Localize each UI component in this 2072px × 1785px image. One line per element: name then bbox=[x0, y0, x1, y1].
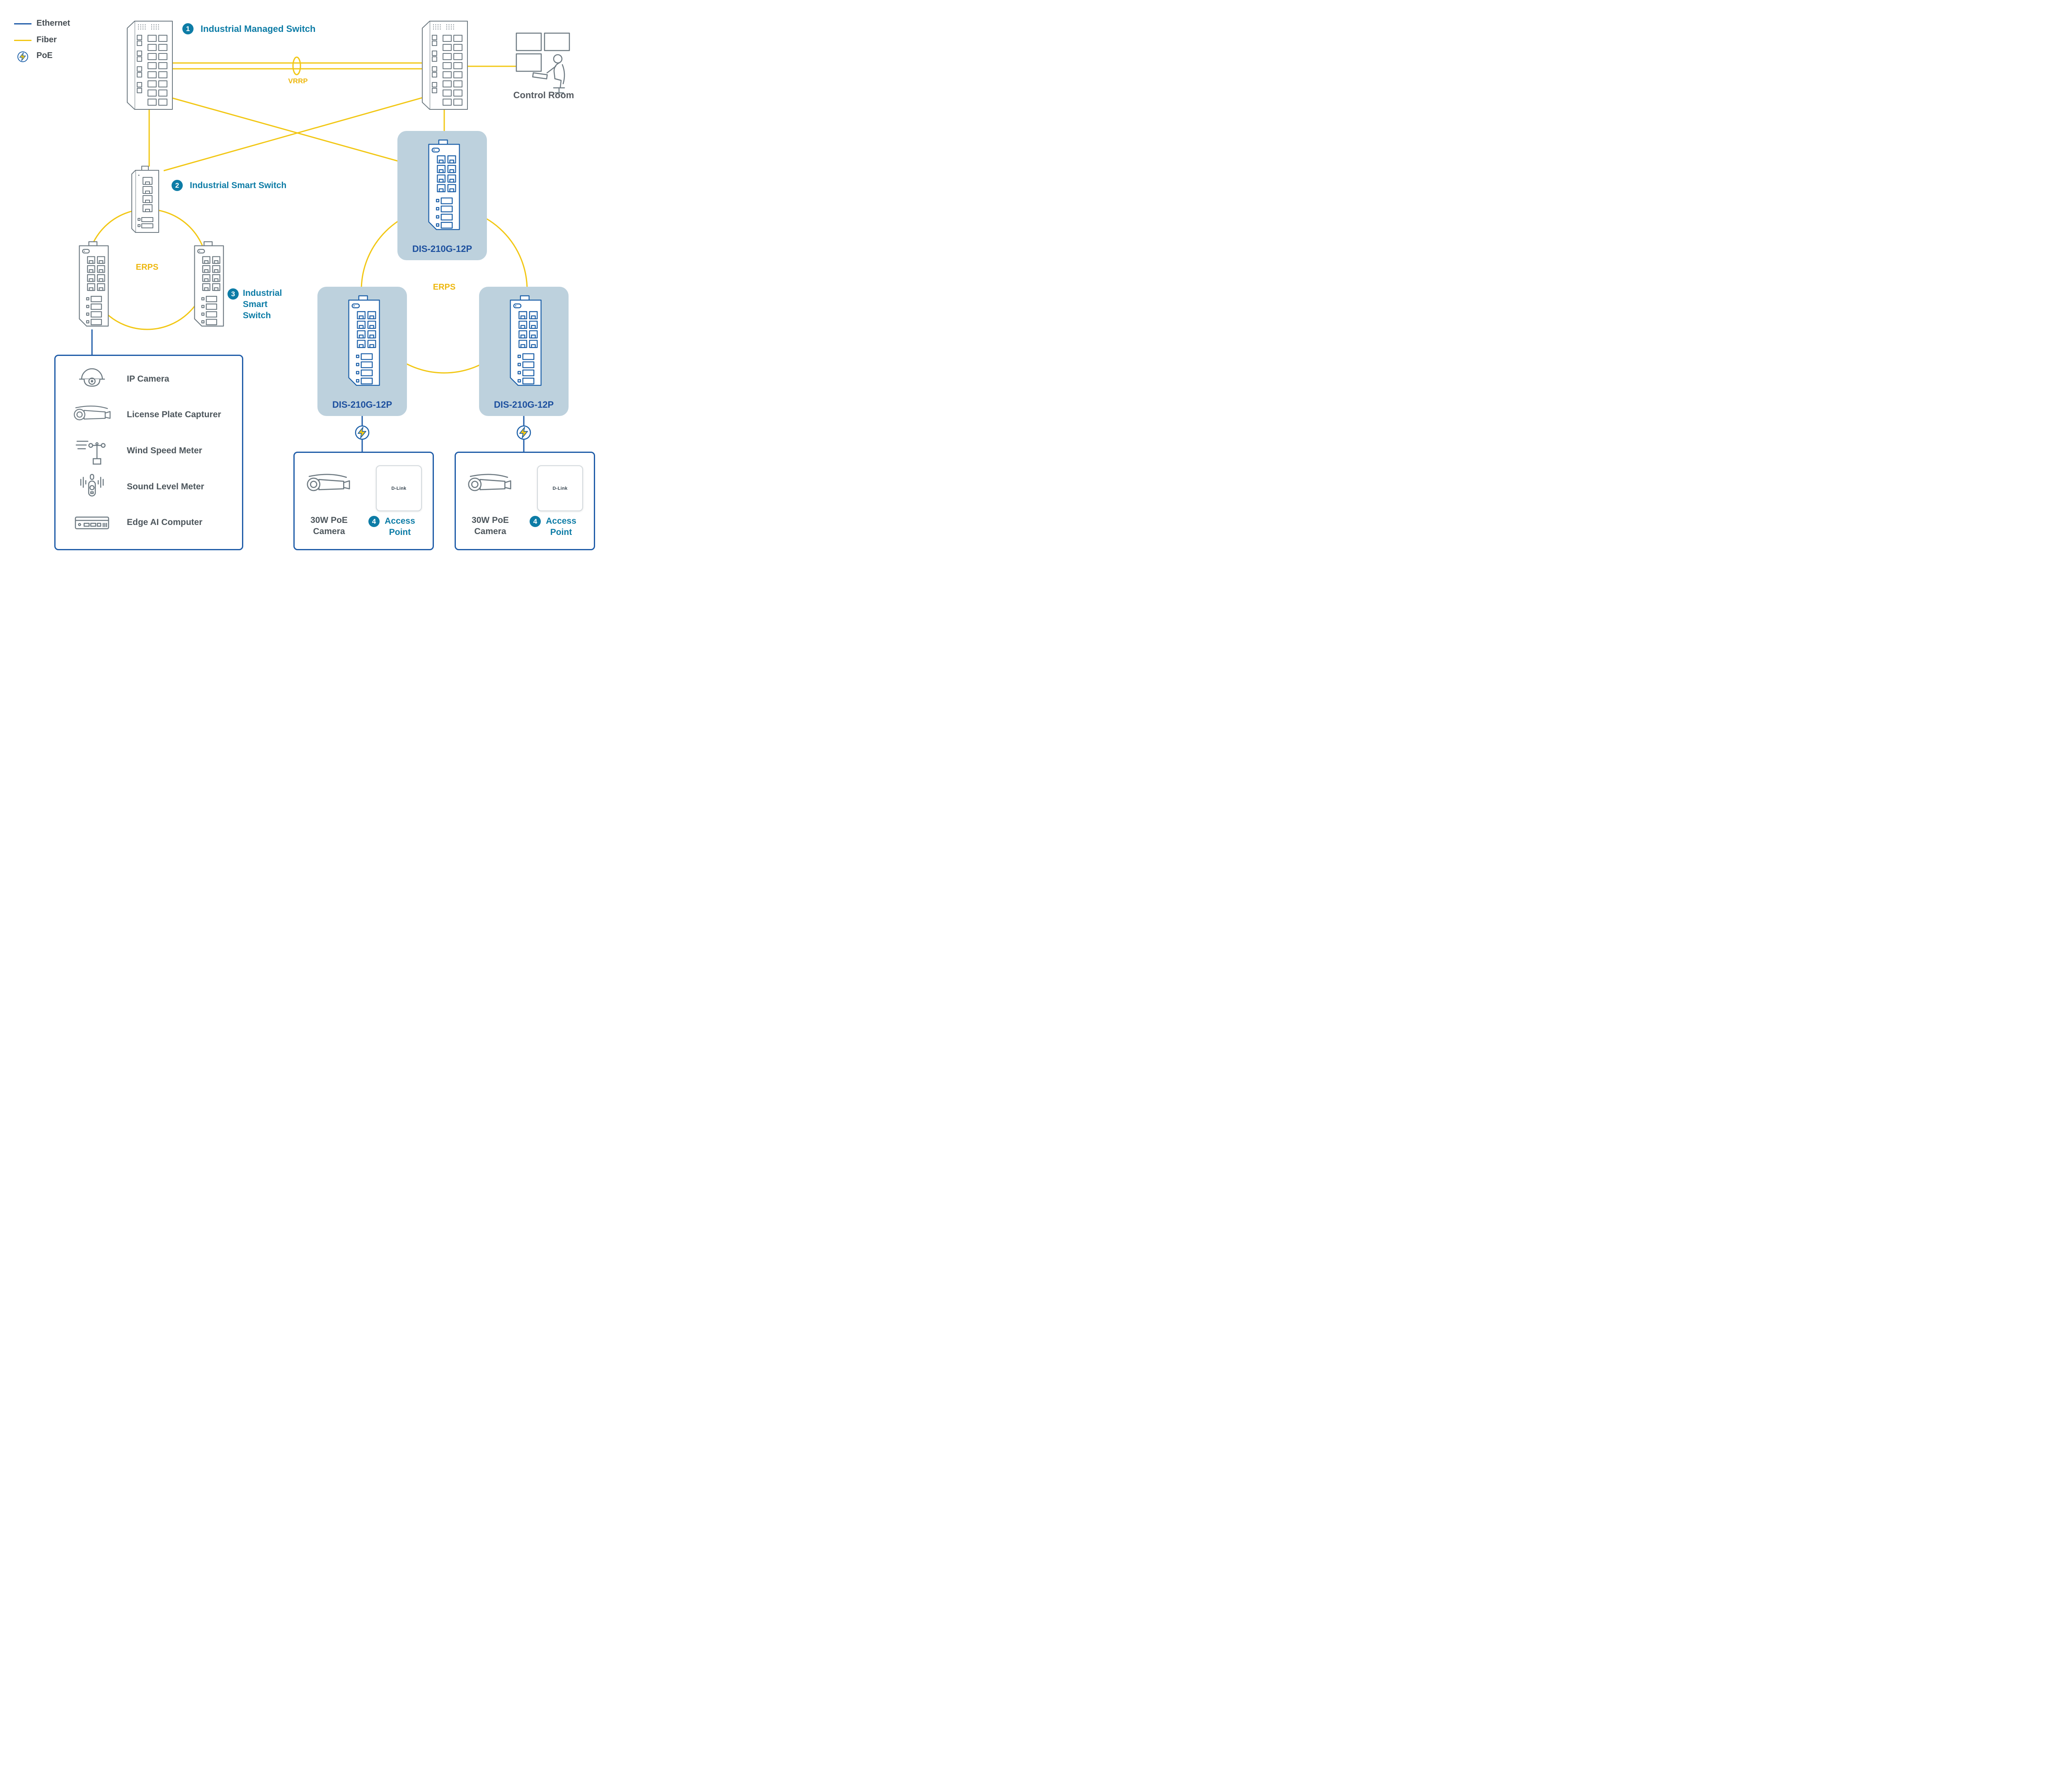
fiber-left-switch-to-dis-top bbox=[169, 97, 400, 162]
smart-switch-label: Industrial Smart Switch bbox=[190, 181, 287, 190]
access-point-label-line1: Access bbox=[546, 516, 576, 526]
smart-switch-ring-label-line1: Industrial bbox=[243, 288, 282, 298]
list-item-sound-level-meter: Sound Level Meter bbox=[127, 482, 204, 491]
list-item-wind-speed-meter: Wind Speed Meter bbox=[127, 446, 202, 455]
bullet-camera-icon bbox=[468, 474, 511, 491]
fiber-line-swatch bbox=[14, 40, 31, 41]
dlink-logo: D-Link bbox=[391, 486, 407, 491]
dis-switch-panel-top: DIS-210G-12P bbox=[397, 131, 487, 260]
callout-badge-1: 1 bbox=[182, 23, 194, 34]
access-point-card: D-Link bbox=[376, 465, 422, 511]
fiber-right-switch-to-smart-switch bbox=[163, 97, 424, 172]
callout-badge-4: 4 bbox=[530, 516, 541, 527]
list-item-ip-camera: IP Camera bbox=[127, 374, 169, 384]
callout-badge-3: 3 bbox=[228, 288, 239, 300]
smart-switch-ring-label-line2: Smart bbox=[243, 300, 268, 309]
dis-switch-panel-bottom-left: DIS-210G-12P bbox=[317, 287, 407, 416]
access-point-card: D-Link bbox=[537, 465, 583, 511]
bullet-camera-icon bbox=[307, 474, 350, 491]
poe-camera-label-line2: Camera bbox=[474, 527, 506, 536]
poe-link-icon-right bbox=[516, 425, 531, 440]
dome-camera-icon bbox=[79, 368, 105, 387]
legend-ethernet-label: Ethernet bbox=[36, 19, 70, 28]
control-room-illustration bbox=[516, 32, 570, 94]
edge-ai-computer-icon bbox=[75, 516, 109, 530]
wind-speed-meter-icon bbox=[75, 440, 106, 465]
poe-endpoint-box-right: D-Link 30W PoE Camera 4 Access Point bbox=[455, 452, 595, 550]
dis-switch-top bbox=[428, 139, 460, 230]
legend-item-ethernet: Ethernet bbox=[14, 18, 105, 30]
ring-switch-right bbox=[194, 241, 224, 327]
list-item-edge-ai-computer: Edge AI Computer bbox=[127, 518, 203, 527]
industrial-managed-switch-right bbox=[422, 21, 468, 110]
industrial-smart-switch bbox=[131, 166, 159, 233]
access-point-label-line2: Point bbox=[550, 527, 572, 537]
poe-camera-label-line2: Camera bbox=[313, 527, 345, 536]
poe-link-icon-left bbox=[355, 425, 370, 440]
legend-item-poe: PoE bbox=[14, 51, 105, 62]
vrrp-label: VRRP bbox=[288, 77, 308, 85]
callout-2-number: 2 bbox=[175, 181, 179, 189]
callout-4-number: 4 bbox=[372, 517, 376, 525]
access-point-label-line2: Point bbox=[389, 527, 411, 537]
poe-camera-label-line1: 30W PoE bbox=[310, 515, 348, 525]
callout-badge-4: 4 bbox=[368, 516, 380, 527]
industrial-managed-switch-left bbox=[127, 21, 173, 110]
erps-right-label: ERPS bbox=[433, 283, 456, 292]
control-room-label: Control Room bbox=[513, 90, 574, 100]
network-topology-diagram: Ethernet Fiber PoE 1 Industrial Managed … bbox=[0, 0, 647, 558]
smart-switch-ring-label-line3: Switch bbox=[243, 311, 271, 320]
vrrp-loop-icon bbox=[292, 56, 301, 75]
dis-switch-top-label: DIS-210G-12P bbox=[412, 244, 472, 254]
device-legend-box: IP Camera License Plate Capturer Wind Sp… bbox=[54, 355, 243, 550]
ring-switch-left bbox=[79, 241, 109, 327]
sound-level-meter-icon bbox=[80, 474, 104, 497]
access-point-label-line1: Access bbox=[385, 516, 415, 526]
callout-4-number: 4 bbox=[533, 517, 537, 525]
poe-endpoint-box-left: D-Link 30W PoE Camera 4 Access Point bbox=[293, 452, 434, 550]
dis-switch-panel-bottom-right: DIS-210G-12P bbox=[479, 287, 569, 416]
legend-fiber-label: Fiber bbox=[36, 35, 57, 44]
callout-badge-2: 2 bbox=[172, 180, 183, 191]
bullet-camera-icon bbox=[74, 405, 111, 421]
legend-poe-label: PoE bbox=[36, 51, 53, 60]
dis-switch-bottom-left bbox=[348, 295, 380, 386]
ethernet-line-swatch bbox=[14, 23, 31, 24]
list-item-license-plate-capturer: License Plate Capturer bbox=[127, 410, 221, 419]
poe-camera-label-line1: 30W PoE bbox=[472, 515, 509, 525]
dis-switch-bottom-left-label: DIS-210G-12P bbox=[332, 399, 392, 410]
dlink-logo: D-Link bbox=[552, 486, 568, 491]
managed-switch-label: Industrial Managed Switch bbox=[201, 24, 316, 34]
dis-switch-bottom-right bbox=[510, 295, 542, 386]
smart-switch-ring-label: Industrial Smart Switch bbox=[243, 288, 282, 321]
poe-lightning-icon bbox=[17, 51, 28, 62]
legend-item-fiber: Fiber bbox=[14, 35, 105, 46]
dis-switch-bottom-right-label: DIS-210G-12P bbox=[494, 399, 554, 410]
erps-left-label: ERPS bbox=[136, 263, 159, 272]
callout-1-number: 1 bbox=[186, 24, 190, 33]
callout-3-number: 3 bbox=[231, 290, 235, 298]
